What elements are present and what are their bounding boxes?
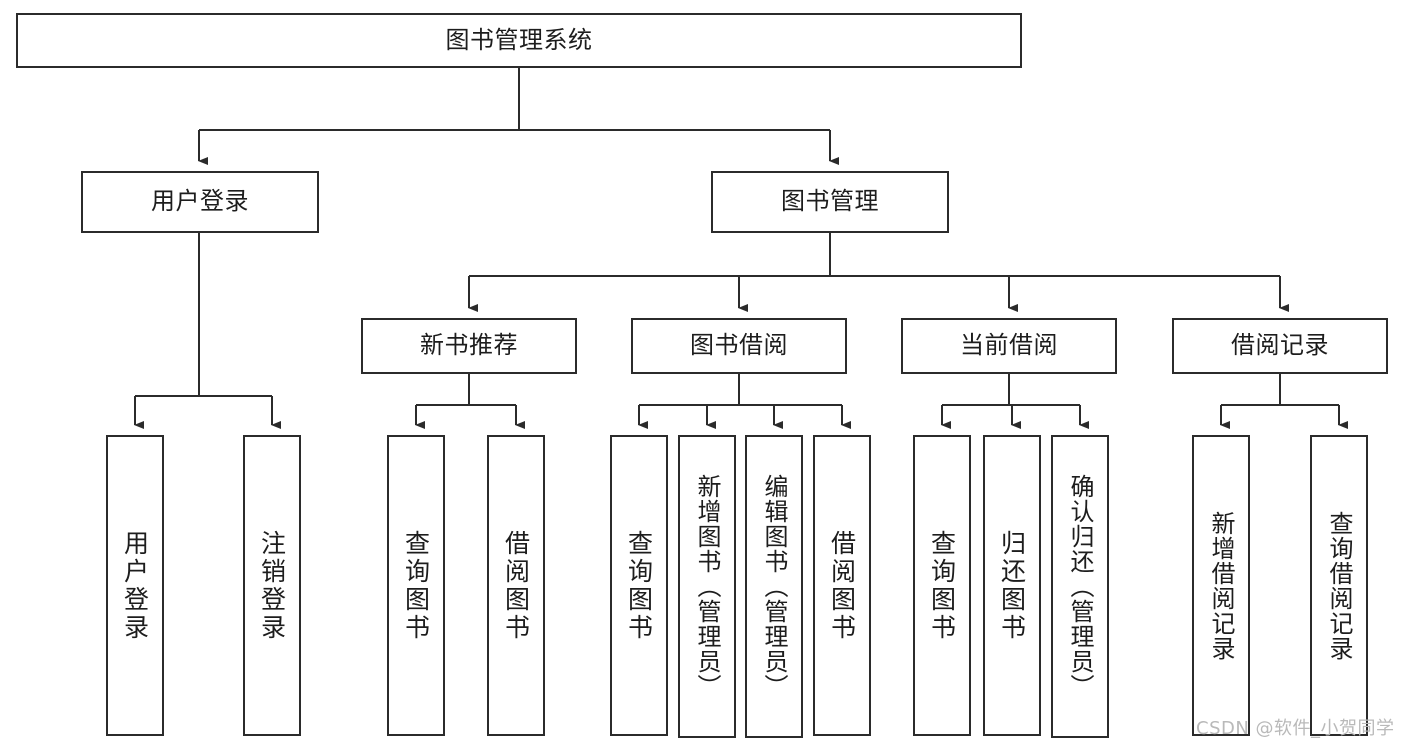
node-label-book-borrow: 图书借阅 [690,331,788,360]
node-label-book-manage: 图书管理 [781,187,879,216]
node-label-borrow-record: 借阅记录 [1231,331,1329,360]
node-user-login[interactable]: 用户登录 [81,171,319,233]
node-leaf-edit-book[interactable]: 编辑图书（管理员） [745,435,803,738]
node-label-leaf-user-login: 用户登录 [120,529,150,642]
node-leaf-borrow-book-2[interactable]: 借阅图书 [813,435,871,736]
node-label-leaf-confirm-return: 确认归还（管理员） [1066,474,1094,699]
node-leaf-query-book-1[interactable]: 查询图书 [387,435,445,736]
node-label-leaf-borrow-book-2: 借阅图书 [827,529,857,642]
node-root[interactable]: 图书管理系统 [16,13,1022,68]
node-new-book-recommend[interactable]: 新书推荐 [361,318,577,374]
node-label-leaf-query-book-1: 查询图书 [401,529,431,642]
node-book-borrow[interactable]: 图书借阅 [631,318,847,374]
node-leaf-return-book[interactable]: 归还图书 [983,435,1041,736]
node-leaf-user-login[interactable]: 用户登录 [106,435,164,736]
node-label-leaf-add-book: 新增图书（管理员） [693,474,721,699]
node-leaf-query-book-2[interactable]: 查询图书 [610,435,668,736]
node-label-root: 图书管理系统 [445,25,593,54]
node-label-new-book-recommend: 新书推荐 [420,331,518,360]
node-book-manage[interactable]: 图书管理 [711,171,949,233]
node-leaf-query-book-3[interactable]: 查询图书 [913,435,971,736]
node-current-borrow[interactable]: 当前借阅 [901,318,1117,374]
csdn-watermark: CSDN @软件_小贺同学 [1196,718,1395,739]
node-borrow-record[interactable]: 借阅记录 [1172,318,1388,374]
node-label-leaf-add-record: 新增借阅记录 [1207,510,1235,661]
node-leaf-add-book[interactable]: 新增图书（管理员） [678,435,736,738]
node-label-leaf-return-book: 归还图书 [997,529,1027,642]
node-leaf-user-logout[interactable]: 注销登录 [243,435,301,736]
node-label-leaf-query-book-3: 查询图书 [927,529,957,642]
node-leaf-borrow-book-1[interactable]: 借阅图书 [487,435,545,736]
node-label-leaf-edit-book: 编辑图书（管理员） [760,474,788,699]
node-label-leaf-user-logout: 注销登录 [257,529,287,642]
node-label-leaf-borrow-book-1: 借阅图书 [501,529,531,642]
node-leaf-add-record[interactable]: 新增借阅记录 [1192,435,1250,736]
node-label-current-borrow: 当前借阅 [960,331,1058,360]
node-label-user-login: 用户登录 [151,187,249,216]
node-leaf-query-record[interactable]: 查询借阅记录 [1310,435,1368,736]
node-label-leaf-query-record: 查询借阅记录 [1325,510,1353,661]
node-leaf-confirm-return[interactable]: 确认归还（管理员） [1051,435,1109,738]
node-label-leaf-query-book-2: 查询图书 [624,529,654,642]
